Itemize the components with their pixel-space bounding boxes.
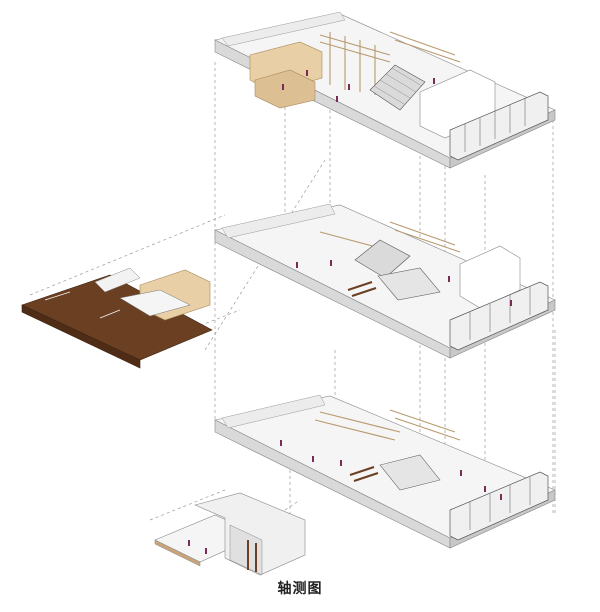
middle-floor	[214, 203, 556, 359]
lower-floor	[214, 394, 556, 549]
stair	[369, 64, 426, 111]
top-floor	[214, 11, 556, 169]
diagram-caption: 轴测图	[277, 581, 323, 597]
ground-model	[154, 492, 306, 576]
people	[282, 70, 435, 102]
side-model	[21, 267, 213, 369]
glazing	[449, 91, 549, 161]
